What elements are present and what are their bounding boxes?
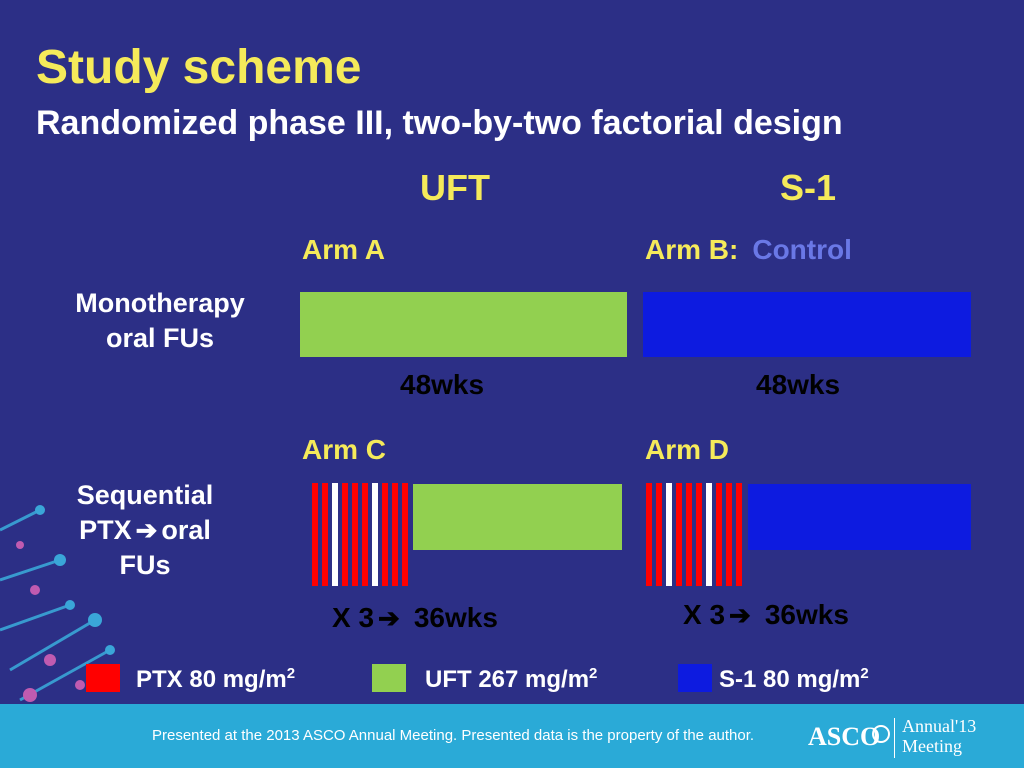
ptx-stripe bbox=[686, 483, 692, 586]
ptx-stripe bbox=[716, 483, 722, 586]
arm-b-name: Arm B bbox=[645, 234, 730, 265]
footer-disclaimer: Presented at the 2013 ASCO Annual Meetin… bbox=[152, 727, 755, 744]
row-label-line: oral FUs bbox=[105, 323, 215, 354]
ptx-stripe bbox=[332, 483, 338, 586]
ptx-stripe bbox=[726, 483, 732, 586]
ptx-stripe bbox=[402, 483, 408, 586]
arm-c-label: Arm C bbox=[302, 434, 387, 465]
slide-title: Study scheme bbox=[36, 41, 362, 94]
legend-s1-exponent: 2 bbox=[860, 665, 869, 682]
ptx-stripe bbox=[666, 483, 672, 586]
arm-d-label: Arm D bbox=[645, 434, 730, 465]
right-arrow-icon: ➔ bbox=[729, 600, 751, 630]
row-label-ptx: PTX bbox=[79, 515, 132, 546]
arm-c-ptx-cycles bbox=[312, 483, 408, 586]
arm-a-uft-bar bbox=[300, 292, 627, 357]
ptx-stripe bbox=[342, 483, 348, 586]
arm-b-label: Arm B: Control bbox=[645, 236, 852, 264]
row-label-line: Monotherapy bbox=[75, 288, 245, 318]
legend-s1-text: S-1 80 mg/m bbox=[719, 666, 861, 693]
legend-uft-label: UFT 267 mg/m2 bbox=[425, 665, 598, 693]
row-label-monotherapy: Monotherapy oral FUs bbox=[40, 286, 280, 356]
footer-band bbox=[0, 704, 1024, 768]
legend-s1-swatch bbox=[678, 664, 712, 692]
ptx-stripe bbox=[656, 483, 662, 586]
column-header-s1: S-1 bbox=[780, 167, 837, 208]
right-arrow-icon: ➔ bbox=[135, 515, 158, 546]
row-label-oral: oral bbox=[161, 515, 211, 546]
legend-uft-exponent: 2 bbox=[589, 665, 598, 682]
legend-ptx-text: PTX 80 mg/m bbox=[136, 666, 287, 693]
column-header-uft: UFT bbox=[420, 167, 490, 208]
legend-ptx-exponent: 2 bbox=[286, 665, 296, 682]
arm-b-control-label: Control bbox=[752, 234, 852, 265]
legend-uft-swatch bbox=[372, 664, 406, 692]
asco-flame-icon bbox=[872, 725, 890, 743]
ptx-stripe bbox=[382, 483, 388, 586]
arm-b-duration: 48wks bbox=[756, 369, 841, 400]
logo-annual: Annual'13 bbox=[902, 716, 976, 737]
arm-b-separator: : bbox=[729, 234, 739, 265]
row-label-sequential: Sequential PTX➔oral FUs bbox=[40, 478, 250, 583]
ptx-stripe bbox=[696, 483, 702, 586]
arm-a-duration: 48wks bbox=[400, 369, 485, 400]
ptx-stripe bbox=[676, 483, 682, 586]
arm-d-duration: X 3➔ 36wks bbox=[683, 601, 849, 629]
row-label-line: FUs bbox=[119, 550, 171, 581]
arm-c-weeks: 36wks bbox=[413, 602, 498, 633]
legend-uft-text: UFT 267 mg/m bbox=[425, 666, 590, 693]
ptx-stripe bbox=[392, 483, 398, 586]
asco-annual-meeting-logo: ASCO Annual'13 Meeting bbox=[808, 716, 998, 760]
logo-meeting: Meeting bbox=[902, 736, 962, 756]
molecule-dots-decoration bbox=[0, 505, 115, 702]
logo-annual-text: Annual bbox=[902, 716, 955, 736]
arm-d-cycles: X 3 bbox=[683, 599, 726, 630]
row-label-line: Sequential bbox=[76, 480, 214, 510]
legend-s1-label: S-1 80 mg/m2 bbox=[719, 665, 869, 693]
legend-ptx-swatch bbox=[86, 664, 120, 692]
ptx-stripe bbox=[352, 483, 358, 586]
row-label-line: PTX➔oral bbox=[40, 513, 250, 548]
ptx-stripe bbox=[362, 483, 368, 586]
ptx-stripe bbox=[736, 483, 742, 586]
arm-b-s1-bar bbox=[643, 292, 971, 357]
arm-c-cycles: X 3 bbox=[332, 602, 375, 633]
slide-subtitle: Randomized phase III, two-by-two factori… bbox=[36, 104, 843, 142]
ptx-stripe bbox=[372, 483, 378, 586]
asco-logo-brand: ASCO bbox=[808, 722, 881, 751]
arm-d-s1-bar bbox=[748, 484, 971, 550]
ptx-stripe bbox=[706, 483, 712, 586]
logo-divider bbox=[894, 718, 895, 758]
legend-ptx-label: PTX 80 mg/m2 bbox=[136, 665, 296, 693]
logo-year: '13 bbox=[955, 716, 977, 736]
ptx-stripe bbox=[312, 483, 318, 586]
ptx-stripe bbox=[646, 483, 652, 586]
arm-a-label: Arm A bbox=[302, 234, 385, 265]
arm-c-uft-bar bbox=[413, 484, 622, 550]
right-arrow-icon: ➔ bbox=[378, 603, 400, 633]
ptx-stripe bbox=[322, 483, 328, 586]
arm-d-weeks: 36wks bbox=[764, 599, 849, 630]
arm-d-ptx-cycles bbox=[646, 483, 742, 586]
arm-c-duration: X 3➔ 36wks bbox=[332, 604, 498, 632]
